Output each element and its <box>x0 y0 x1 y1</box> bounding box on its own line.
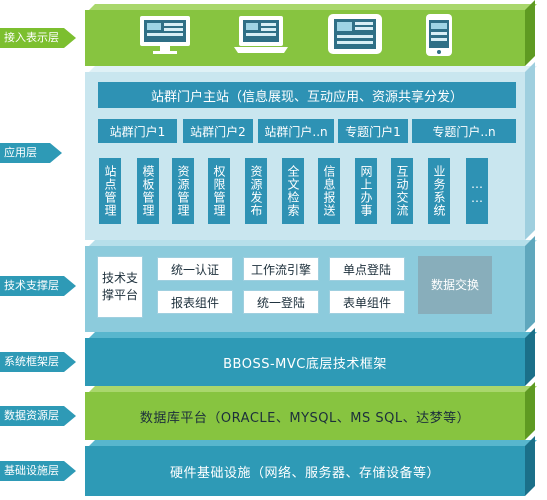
layer-tag-application: 应用层 <box>0 143 62 163</box>
module-online-service: 网上办事 <box>355 158 377 224</box>
module-fulltext-search: 全文检索 <box>282 158 304 224</box>
layer-tag-access-label: 接入表示层 <box>4 31 59 44</box>
module-template-management: 模板管理 <box>137 158 159 224</box>
infrastructure-label: 硬件基础设施（网络、服务器、存储设备等） <box>169 465 440 481</box>
tech-support-platform-box: 技术支撑平台 <box>97 256 143 318</box>
portal-box-2: 站群门户2 <box>183 119 253 143</box>
portal-box-n: 站群门户..n <box>258 119 334 143</box>
topic-portal-box-1: 专题门户1 <box>338 119 408 143</box>
desktop-monitor-icon <box>140 16 190 54</box>
layer-tag-infrastructure: 基础设施层 <box>0 461 76 481</box>
framework-layer-band: BBOSS-MVC底层技术框架 <box>85 328 537 386</box>
layer-tag-application-label: 应用层 <box>4 146 37 159</box>
data-resource-label: 数据库平台（ORACLE、MYSQL、MS SQL、达梦等） <box>139 410 471 426</box>
module-interaction: 互动交流 <box>391 158 413 224</box>
portal-box-1: 站群门户1 <box>98 119 177 143</box>
form-component-box: 表单组件 <box>329 290 405 314</box>
layer-tag-tech-support-label: 技术支撑层 <box>4 279 59 292</box>
phone-icon <box>426 14 452 56</box>
layer-tag-access: 接入表示层 <box>0 28 76 48</box>
module-resource-publish: 资源发布 <box>245 158 267 224</box>
module-permission-management: 权限管理 <box>208 158 230 224</box>
module-business-system: 业务系统 <box>428 158 450 224</box>
workflow-engine-box: 工作流引擎 <box>243 257 319 281</box>
tablet-icon <box>328 14 382 54</box>
module-resource-management: 资源管理 <box>172 158 194 224</box>
data-exchange-box: 数据交换 <box>418 256 492 314</box>
main-portal-box: 站群门户主站（信息展现、互动应用、资源共享分发） <box>98 82 516 108</box>
infrastructure-layer-band: 硬件基础设施（网络、服务器、存储设备等） <box>85 436 537 496</box>
report-component-box: 报表组件 <box>157 290 233 314</box>
layer-tag-infrastructure-label: 基础设施层 <box>4 464 59 477</box>
module-more: …… <box>466 158 488 224</box>
layer-tag-framework: 系统框架层 <box>0 352 76 372</box>
laptop-icon <box>234 16 288 53</box>
layer-tag-tech-support: 技术支撑层 <box>0 276 76 296</box>
layer-tag-data-resource-label: 数据资源层 <box>4 409 59 422</box>
single-sign-on-box: 单点登陆 <box>329 257 405 281</box>
layer-tag-framework-label: 系统框架层 <box>4 355 59 368</box>
unified-login-box: 统一登陆 <box>243 290 319 314</box>
data-resource-layer-band: 数据库平台（ORACLE、MYSQL、MS SQL、达梦等） <box>85 382 537 440</box>
layer-tag-data-resource: 数据资源层 <box>0 406 76 426</box>
unified-auth-box: 统一认证 <box>157 257 233 281</box>
topic-portal-box-n: 专题门户..n <box>412 119 516 143</box>
framework-label: BBOSS-MVC底层技术框架 <box>223 356 387 372</box>
module-site-management: 站点管理 <box>99 158 121 224</box>
module-info-report: 信息报送 <box>318 158 340 224</box>
